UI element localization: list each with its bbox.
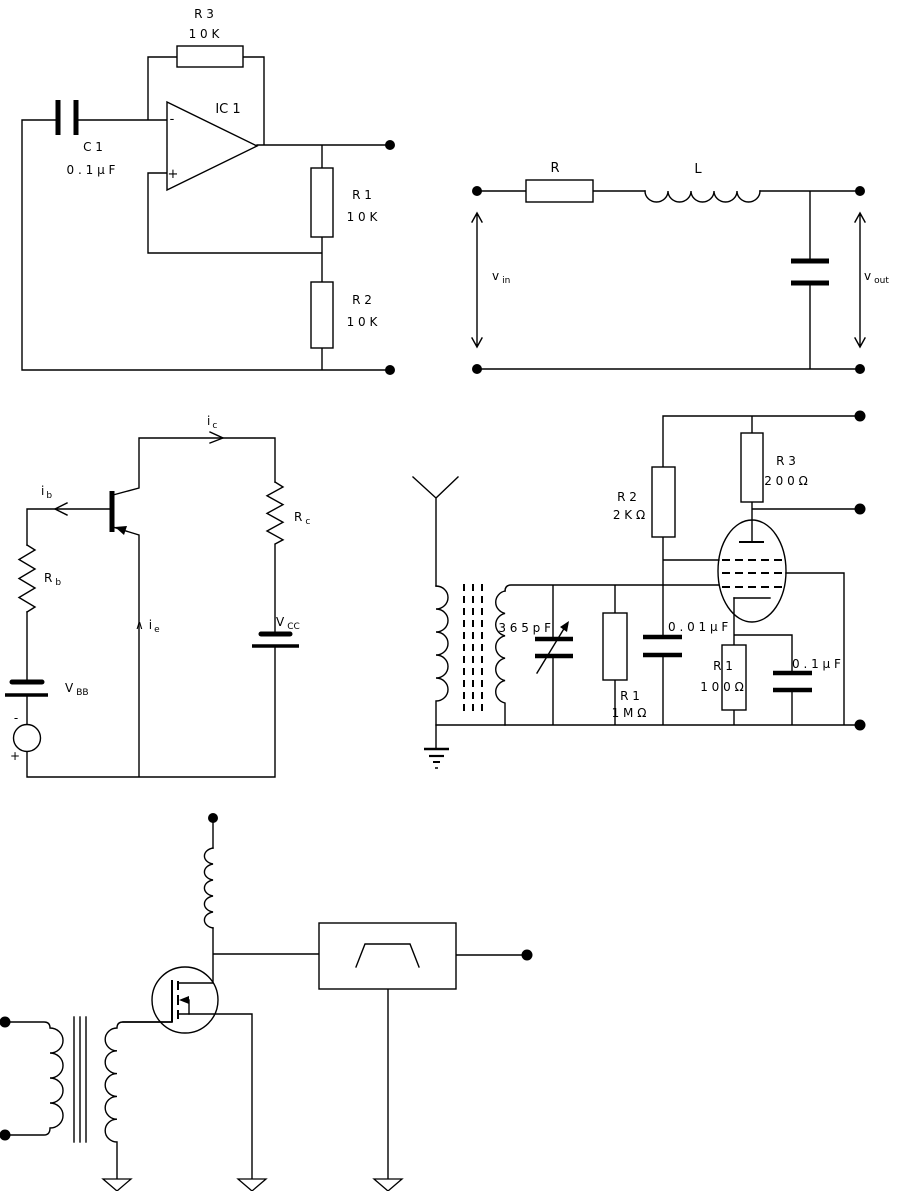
radio-wires bbox=[435, 415, 861, 750]
opamp-circuit: R 3 1 0 K IC 1 - + C 1 0 . 1 µ F R 1 1 0… bbox=[21, 7, 395, 375]
ic1-label: IC 1 bbox=[215, 102, 240, 117]
r1-label: R 1 bbox=[352, 188, 372, 202]
r2-label: R 2 bbox=[617, 490, 637, 504]
r1-grid-resistor bbox=[602, 612, 628, 681]
r1-grid-label: R 1 bbox=[620, 689, 640, 703]
vacuum-tube-envelope bbox=[717, 519, 787, 623]
inductor-coil bbox=[644, 190, 761, 203]
supply-terminal bbox=[208, 813, 218, 823]
b-plus-terminal bbox=[854, 410, 866, 422]
r3-resistor bbox=[176, 45, 244, 68]
inverting-input-label: - bbox=[170, 112, 175, 127]
tuning-capacitor-arrowhead bbox=[560, 621, 569, 632]
r3-label: R 3 bbox=[776, 454, 796, 468]
r-label: R bbox=[550, 161, 559, 176]
source-ground-arrow bbox=[236, 1178, 268, 1191]
output-terminal bbox=[855, 186, 865, 196]
output-ground-terminal bbox=[855, 364, 865, 374]
r2-resistor bbox=[651, 466, 676, 538]
ground-symbol bbox=[424, 747, 449, 769]
noninverting-input-label: + bbox=[168, 167, 179, 182]
r-resistor bbox=[525, 179, 594, 203]
tuning-capacitor-arrow bbox=[536, 626, 566, 674]
rf-transformer-secondary bbox=[495, 590, 506, 726]
output-terminal bbox=[521, 949, 533, 961]
r2-value: 1 0 K bbox=[347, 315, 379, 329]
opamp-triangle bbox=[166, 100, 259, 192]
signal-source bbox=[12, 723, 42, 753]
rf-transformer-primary bbox=[435, 585, 449, 726]
ib-current-arrow bbox=[53, 502, 68, 516]
input-ground-terminal bbox=[472, 364, 482, 374]
output-terminal bbox=[385, 140, 395, 150]
r3-resistor bbox=[740, 432, 764, 503]
r2-label: R 2 bbox=[352, 293, 372, 307]
r3-value: 2 0 0 Ω bbox=[764, 474, 808, 488]
fet-circuit bbox=[0, 813, 533, 1191]
r1-value: 1 0 K bbox=[347, 210, 379, 224]
opamp-wires bbox=[21, 56, 391, 371]
mosfet-substrate-arrow bbox=[179, 996, 189, 1004]
r3-label: R 3 bbox=[194, 7, 214, 21]
input-terminal bbox=[0, 1129, 11, 1141]
filter-block bbox=[318, 922, 457, 990]
r2-resistor bbox=[310, 281, 334, 349]
r1-grid-value: 1 M Ω bbox=[612, 706, 647, 720]
r1-cathode-label: R 1 bbox=[713, 659, 733, 673]
bypass-capacitor-value: 0 . 1 µ F bbox=[792, 657, 841, 671]
radio-circuit: R 2 2 K Ω R 3 2 0 0 Ω 3 6 5 p F 0 . 0 1 … bbox=[412, 410, 866, 769]
transformer-ground-arrow bbox=[101, 1178, 133, 1191]
rl-wires bbox=[476, 190, 861, 370]
drain-inductor bbox=[203, 847, 214, 929]
emitter-arrow bbox=[115, 526, 127, 535]
r1-cathode-resistor bbox=[721, 644, 747, 711]
antenna bbox=[412, 476, 459, 587]
input-terminal bbox=[472, 186, 482, 196]
vout-arrow bbox=[854, 211, 866, 349]
r3-value: 1 0 K bbox=[189, 27, 221, 41]
bjt-wires bbox=[26, 437, 276, 778]
ground-terminal bbox=[854, 719, 866, 731]
filter-ground-arrow bbox=[372, 1178, 404, 1191]
r1-resistor bbox=[310, 167, 334, 238]
ic-current-arrow bbox=[209, 431, 225, 444]
rb-resistor bbox=[17, 544, 37, 613]
c1-value: 0 . 1 µ F bbox=[67, 163, 116, 177]
input-transformer-secondary bbox=[104, 1021, 173, 1180]
ground-terminal bbox=[385, 365, 395, 375]
l-label: L bbox=[694, 162, 702, 177]
bandpass-symbol bbox=[355, 943, 420, 968]
coupling-capacitor-value: 0 . 0 1 µ F bbox=[668, 620, 728, 634]
r1-cathode-value: 1 0 0 Ω bbox=[700, 680, 744, 694]
c1-label: C 1 bbox=[83, 140, 103, 154]
source-minus-label: - bbox=[14, 711, 18, 725]
plate-output-terminal bbox=[854, 503, 866, 515]
r2-value: 2 K Ω bbox=[613, 508, 645, 522]
input-transformer-primary bbox=[4, 1021, 64, 1136]
tuning-capacitor-value: 3 6 5 p F bbox=[498, 621, 551, 635]
source-plus-label: + bbox=[10, 749, 20, 763]
vin-arrow bbox=[471, 211, 483, 349]
input-terminal bbox=[0, 1016, 11, 1028]
mosfet-body bbox=[151, 966, 219, 1034]
rc-resistor bbox=[265, 481, 285, 545]
